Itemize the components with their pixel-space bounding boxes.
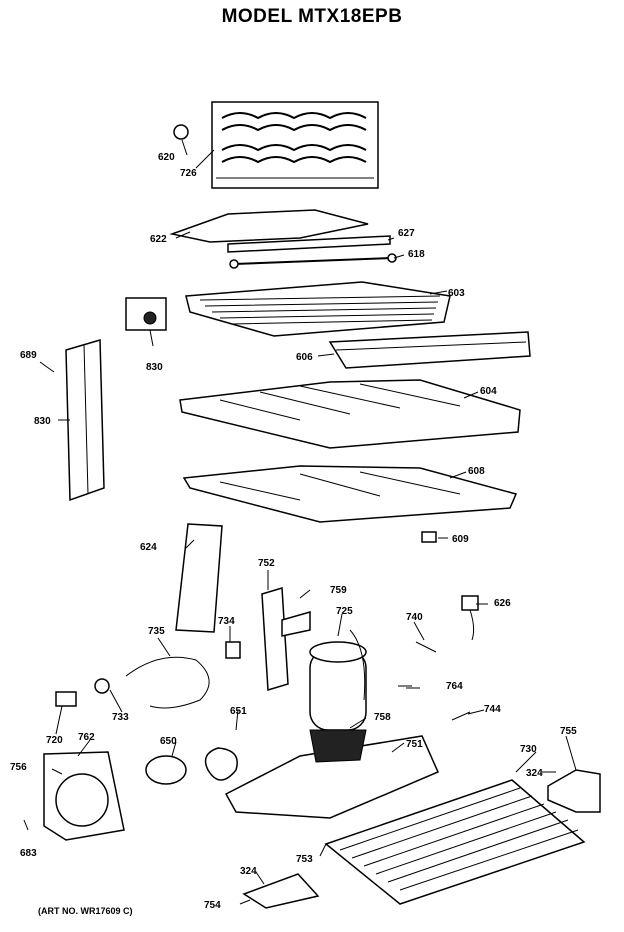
- callout-324-right: 324: [526, 768, 543, 779]
- heater-rod: [229, 253, 397, 269]
- art-number: (ART NO. WR17609 C): [38, 906, 133, 916]
- callout-830-side: 830: [34, 416, 51, 427]
- callout-764: 764: [446, 681, 463, 692]
- screw-clip: [451, 711, 471, 721]
- callout-627: 627: [398, 228, 415, 239]
- callout-626: 626: [494, 598, 511, 609]
- callout-735: 735: [148, 626, 165, 637]
- callout-650: 650: [160, 736, 177, 747]
- callout-620: 620: [158, 152, 175, 163]
- fresh-food-ceiling: [182, 465, 518, 523]
- condenser-coil: [324, 779, 586, 905]
- callout-754: 754: [204, 900, 221, 911]
- callout-756: 756: [10, 762, 27, 773]
- callout-762: 762: [78, 732, 95, 743]
- callout-726: 726: [180, 168, 197, 179]
- callout-609: 609: [452, 534, 469, 545]
- callout-751: 751: [406, 739, 423, 750]
- thermostat-clip: [421, 531, 437, 543]
- fan-blade: [204, 747, 238, 781]
- callout-651: 651: [230, 706, 247, 717]
- crisper-pan-cover: [328, 331, 531, 369]
- callout-604: 604: [480, 386, 497, 397]
- evaporator-cover: [169, 209, 369, 243]
- compressor-base: [224, 729, 439, 819]
- wire-harness: [125, 656, 210, 709]
- terminal-clip: [461, 595, 479, 641]
- callout-720: 720: [46, 735, 63, 746]
- callout-734: 734: [218, 616, 235, 627]
- callout-830-top: 830: [146, 362, 163, 373]
- callout-725: 725: [336, 606, 353, 617]
- thermostat-knob: [173, 124, 189, 140]
- callout-758: 758: [374, 712, 391, 723]
- compressor-bracket: [261, 587, 311, 691]
- drain-trough: [227, 235, 391, 253]
- diagram-title: MODEL MTX18EPB: [221, 6, 403, 27]
- callout-759: 759: [330, 585, 347, 596]
- callout-730: 730: [520, 744, 537, 755]
- callout-755: 755: [560, 726, 577, 737]
- callout-603: 603: [448, 288, 465, 299]
- callout-324-bottom: 324: [240, 866, 257, 877]
- condenser-fan-motor: [145, 755, 187, 785]
- damper-control: [125, 297, 167, 331]
- capacitor: [225, 641, 241, 659]
- air-duct: [65, 339, 105, 502]
- callout-622: 622: [150, 234, 167, 245]
- freezer-floor: [179, 379, 521, 449]
- callout-624: 624: [140, 542, 157, 553]
- overload: [94, 678, 110, 694]
- compressor: [309, 629, 367, 731]
- callout-618: 618: [408, 249, 425, 260]
- callout-740: 740: [406, 612, 423, 623]
- callout-733: 733: [112, 712, 129, 723]
- callout-606: 606: [296, 352, 313, 363]
- callout-752: 752: [258, 558, 275, 569]
- air-baffle: [175, 523, 223, 633]
- callout-744: 744: [484, 704, 501, 715]
- drain-pan: [242, 873, 320, 909]
- relay: [55, 691, 77, 707]
- callout-683: 683: [20, 848, 37, 859]
- condenser-bracket: [547, 769, 601, 813]
- freezer-shelf: [185, 281, 451, 337]
- callout-753: 753: [296, 854, 313, 865]
- callout-608: 608: [468, 466, 485, 477]
- evaporator-coil: [211, 101, 379, 189]
- callout-689: 689: [20, 350, 37, 361]
- fan-shroud: [43, 751, 125, 841]
- drain-tube: [415, 641, 437, 653]
